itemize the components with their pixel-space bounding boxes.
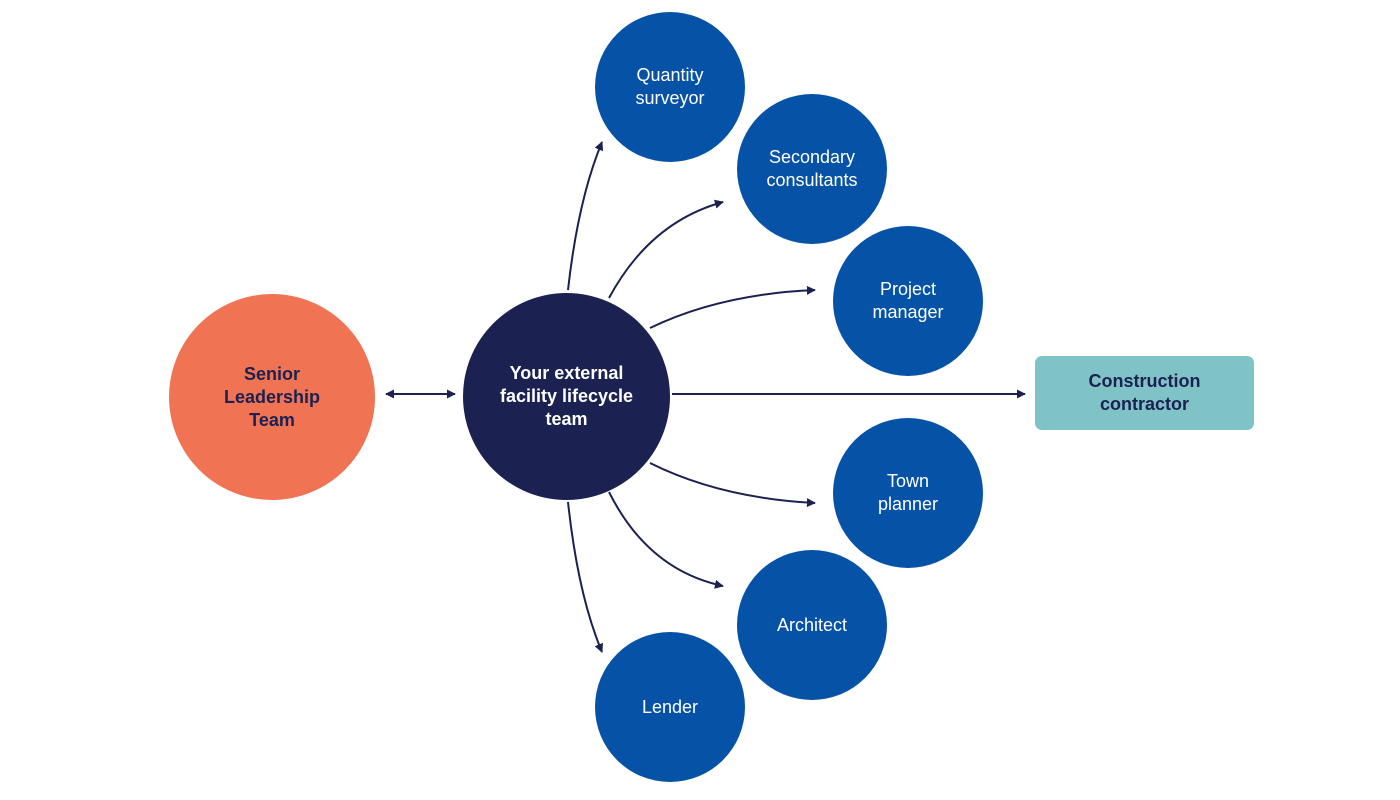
arrow-to-architect bbox=[608, 491, 724, 589]
construction-contractor-label: Construction contractor bbox=[1088, 371, 1201, 414]
lender-node: Lender bbox=[595, 632, 745, 782]
external-team-hub-node: Your external facility lifecycle team bbox=[463, 293, 670, 500]
town-planner-label: Town planner bbox=[877, 471, 939, 514]
secondary-consultants-node: Secondary consultants bbox=[737, 94, 887, 244]
architect-label: Architect bbox=[776, 614, 848, 635]
arrow-to-secondary-consultants bbox=[608, 199, 724, 299]
project-manager-node: Project manager bbox=[833, 226, 983, 376]
arrow-to-quantity-surveyor bbox=[567, 141, 604, 291]
construction-contractor-box: Construction contractor bbox=[1035, 356, 1254, 430]
arrow-to-town-planner bbox=[649, 462, 816, 508]
architect-node: Architect bbox=[737, 550, 887, 700]
senior-leadership-team-node: Senior Leadership Team bbox=[169, 294, 375, 500]
lender-label: Lender bbox=[641, 696, 699, 717]
arrow-to-project-manager bbox=[649, 285, 816, 329]
quantity-surveyor-node: Quantity surveyor bbox=[595, 12, 745, 162]
senior-leadership-team-label: Senior Leadership Team bbox=[223, 363, 321, 430]
quantity-surveyor-label: Quantity surveyor bbox=[635, 65, 705, 108]
town-planner-node: Town planner bbox=[833, 418, 983, 568]
project-manager-label: Project manager bbox=[872, 279, 944, 322]
secondary-consultants-label: Secondary consultants bbox=[766, 147, 858, 190]
external-team-hub-label: Your external facility lifecycle team bbox=[499, 363, 634, 429]
arrow-to-lender bbox=[567, 501, 604, 653]
